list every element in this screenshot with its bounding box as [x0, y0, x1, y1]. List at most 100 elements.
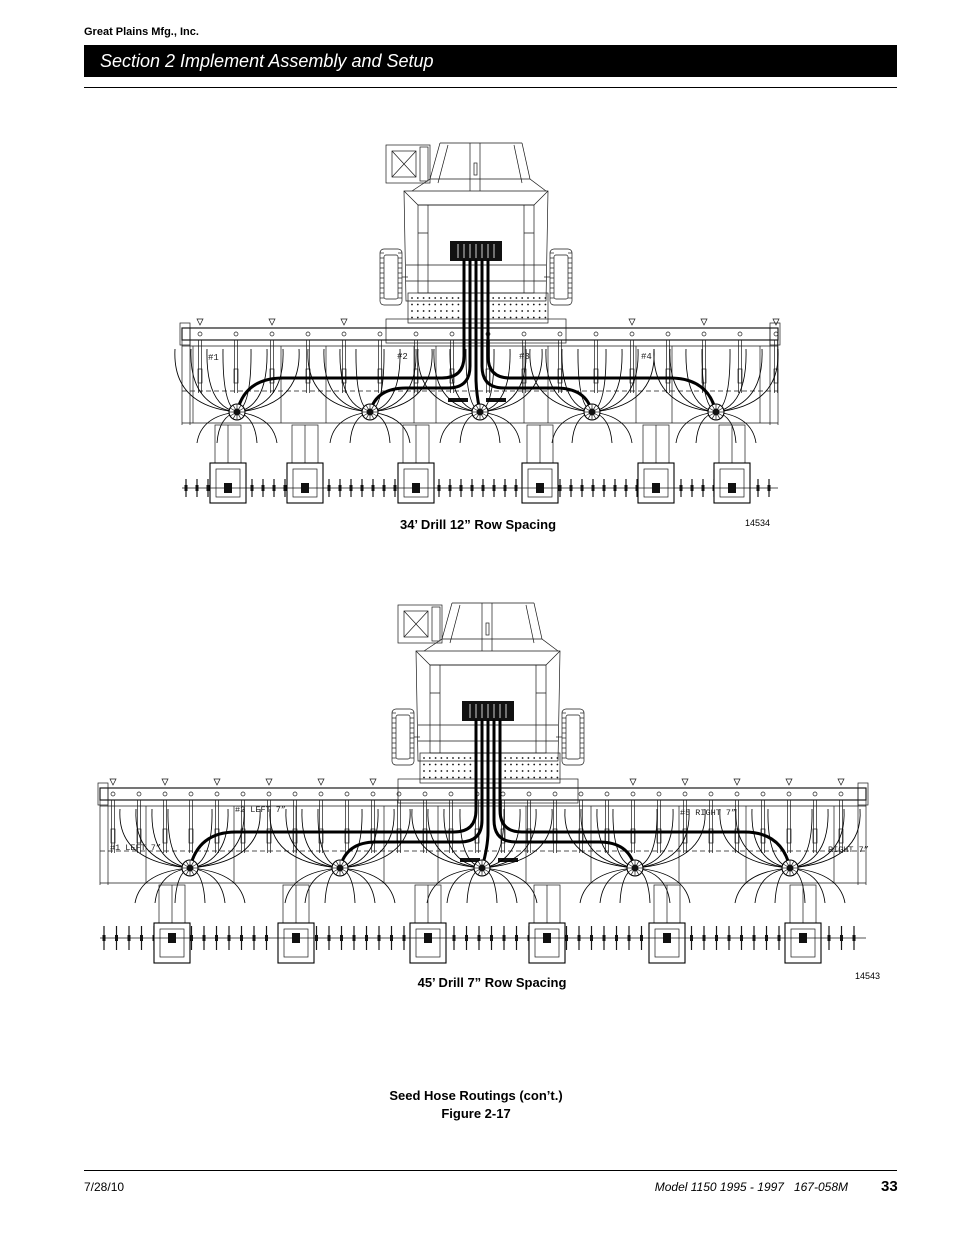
panel-hole [434, 763, 437, 766]
panel-hole [463, 776, 466, 779]
row-unit-mount [413, 331, 419, 337]
distributor-port [477, 860, 481, 866]
row-unit-mount [682, 791, 688, 797]
tongue-rails [411, 142, 547, 192]
seed-hose [735, 808, 791, 869]
seed-tube [162, 828, 168, 844]
disc-hub [250, 485, 254, 491]
seed-hose [355, 348, 371, 413]
jack-post [431, 606, 441, 642]
panel-hole [550, 776, 553, 779]
row-unit-mount [110, 791, 116, 797]
panel-hole [457, 776, 460, 779]
seed-hose [789, 808, 861, 869]
distributor-port [785, 860, 789, 866]
distributor-port [791, 860, 795, 866]
panel-hole [446, 757, 449, 759]
seed-tube [136, 828, 142, 844]
disc-hub [459, 485, 463, 491]
disc-hub [702, 935, 706, 941]
row-unit-mount [136, 791, 142, 797]
row-unit-shank [215, 800, 219, 853]
panel-hole [498, 316, 500, 319]
primary-hose [235, 259, 466, 414]
panel-hole [451, 297, 454, 299]
row-unit-shank [267, 800, 271, 853]
panel-hole [423, 763, 425, 766]
panel-hole [445, 297, 448, 299]
distributor-port [593, 404, 597, 410]
panel-hole [504, 770, 507, 772]
panel-hole [550, 763, 553, 766]
panel-hole [556, 763, 559, 766]
distributor-port [229, 407, 235, 411]
disc-hub [215, 935, 218, 941]
row-unit-mount [521, 331, 527, 337]
disc-hub [327, 935, 331, 941]
row-unit-mount [786, 791, 792, 797]
seed-tube [838, 828, 844, 844]
row-marker [268, 318, 276, 326]
seed-hose [529, 348, 593, 413]
panel-hole [428, 770, 431, 772]
disc-hub [190, 935, 193, 941]
panel-hole [434, 297, 437, 299]
distributor-port [785, 870, 789, 876]
seed-hose [189, 808, 261, 869]
seed-hose [653, 348, 717, 413]
distributor-port [594, 413, 600, 417]
row-marker [161, 778, 169, 786]
disc-hub [465, 935, 468, 941]
distributor-port [182, 863, 188, 867]
panel-hole [428, 757, 431, 759]
row-unit-shank [683, 800, 687, 853]
right-tire [544, 248, 573, 306]
distributor-port [335, 860, 339, 866]
panel-hole [440, 757, 443, 759]
seed-hose [134, 867, 191, 904]
panel-hole [503, 303, 506, 306]
distributor-port [792, 869, 798, 873]
panel-hole [457, 310, 460, 312]
panel-hole [445, 303, 448, 306]
disc-hub [261, 485, 265, 491]
distributor-port [584, 407, 590, 411]
primary-hose [492, 719, 637, 870]
panel-hole [521, 776, 524, 779]
panel-hole [416, 297, 419, 299]
distributor-port [371, 414, 375, 420]
press-hub [412, 483, 420, 493]
panel-outline [419, 752, 561, 784]
row-marker [317, 778, 325, 786]
disc-hub [503, 485, 507, 491]
distributor-port [192, 863, 198, 867]
distributor-port [332, 863, 338, 867]
distributor-port [594, 407, 600, 411]
panel-hole [428, 310, 431, 312]
panel-hole [532, 297, 535, 299]
disc-hub [690, 485, 694, 491]
distributor-core [366, 408, 374, 416]
left-tire [391, 708, 420, 766]
disc-hub [752, 935, 756, 941]
press-hub [663, 933, 671, 943]
tire-rim [383, 254, 399, 300]
frame-upright [145, 806, 235, 883]
panel-hole [515, 297, 518, 299]
distributor-port [587, 404, 591, 410]
seed-hose [135, 808, 191, 869]
seed-tube [557, 368, 563, 384]
distributor-core [786, 864, 794, 872]
panel-hole [422, 297, 425, 299]
panel-hole [434, 770, 437, 772]
frame-upright [547, 346, 637, 423]
distributor-port [792, 863, 798, 867]
row-unit-shank [270, 340, 274, 393]
row-unit-mount [422, 791, 428, 797]
panel-hole [469, 770, 472, 772]
section-label-outer-right: RIGHT 7” [828, 845, 869, 855]
panel-hole [504, 763, 507, 766]
distributor-port [711, 404, 715, 410]
disc-hub [340, 935, 343, 941]
seed-tube [701, 368, 707, 384]
